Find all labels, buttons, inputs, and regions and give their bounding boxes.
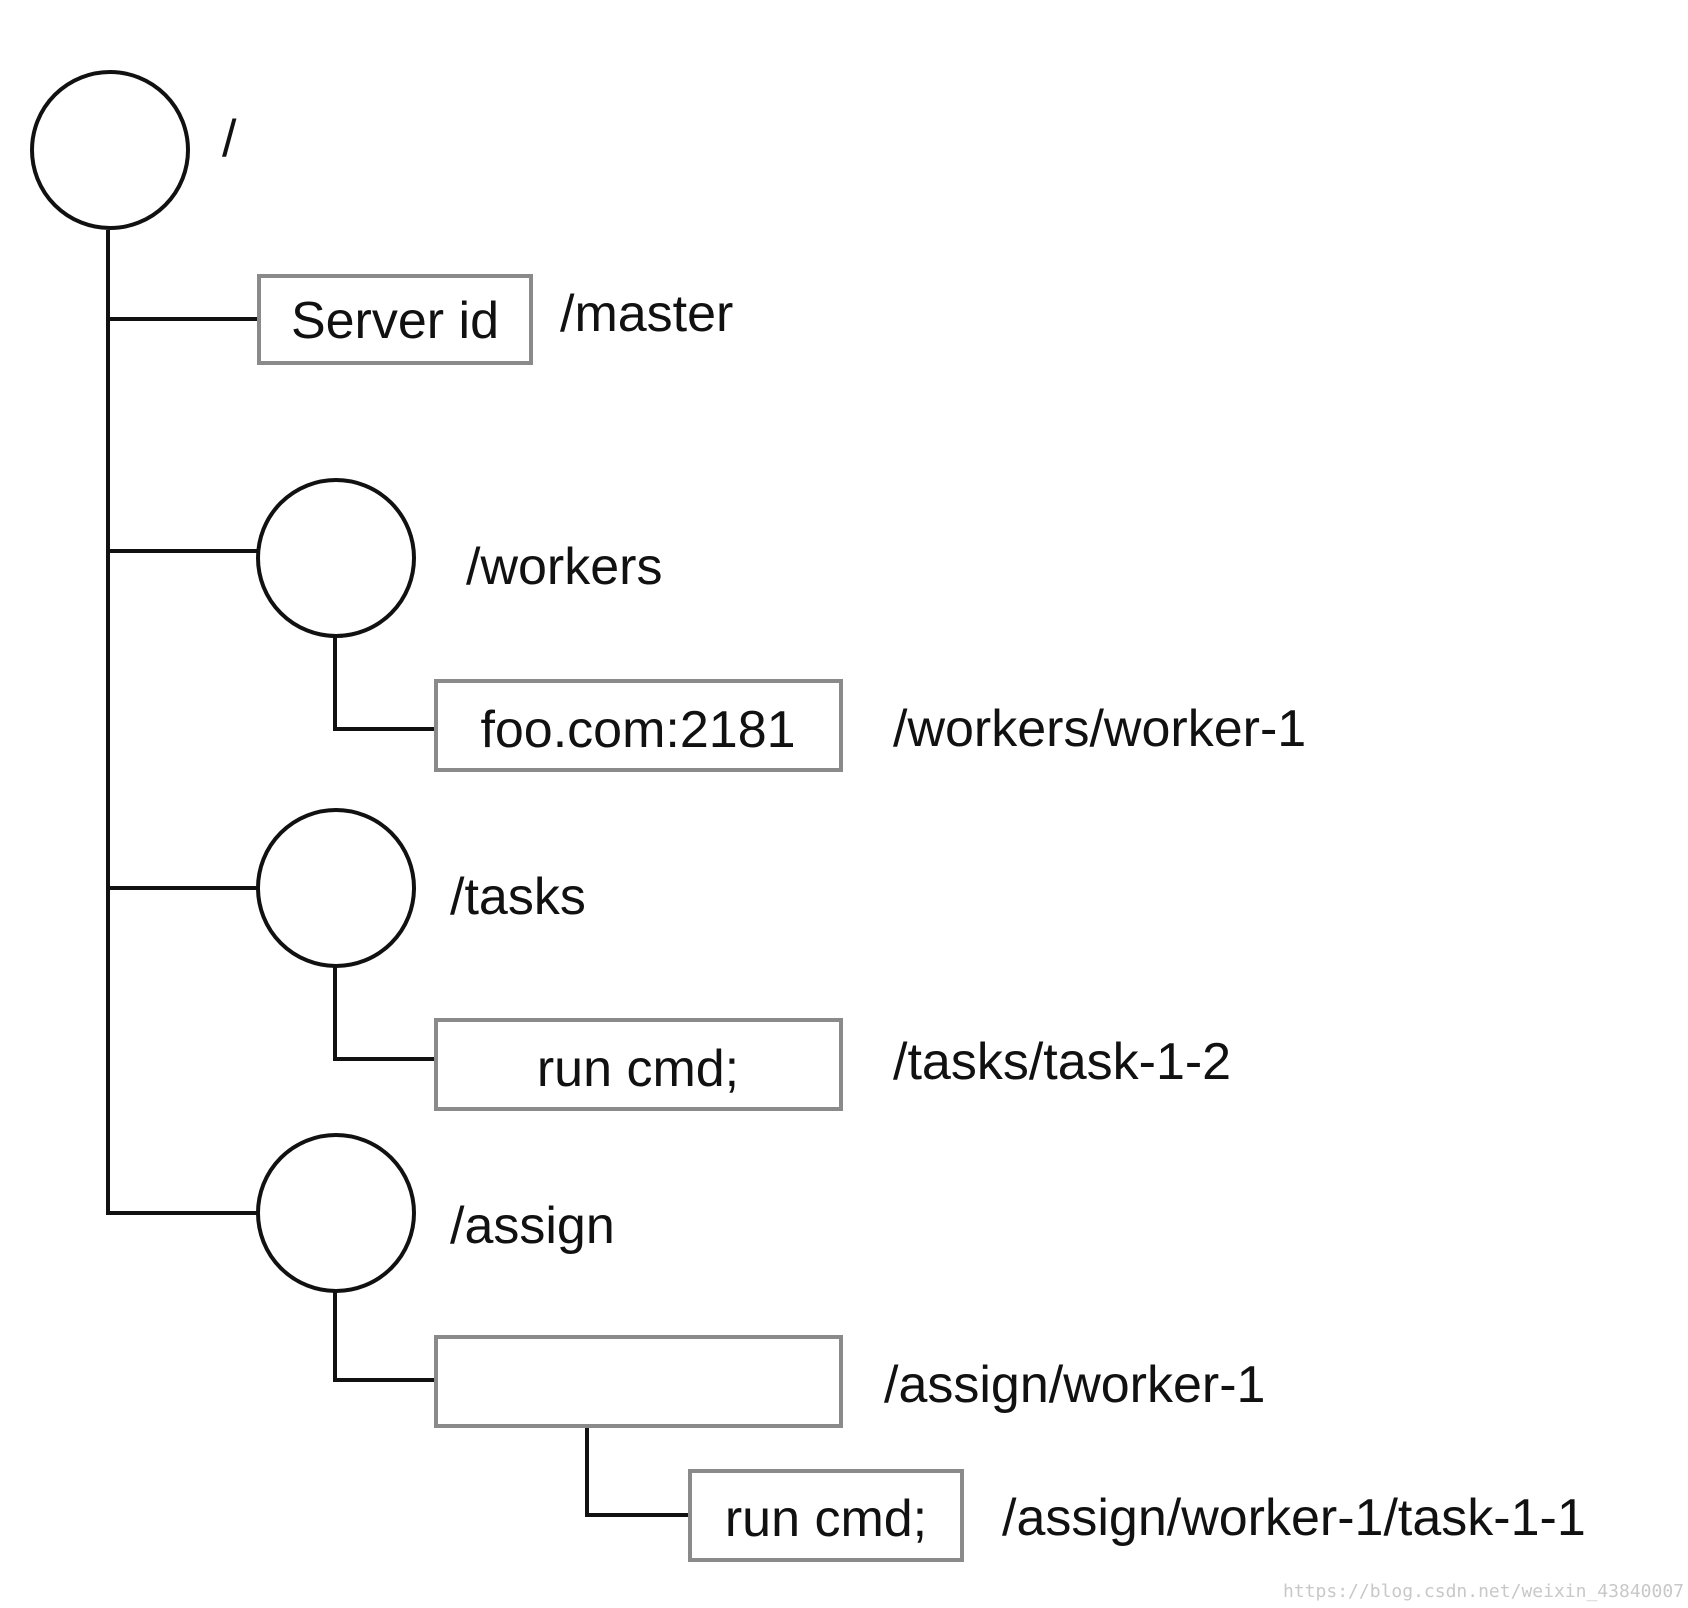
edge-tasks-to-task-1-2: [333, 965, 436, 1061]
assign-worker-1-path-label: /assign/worker-1: [884, 1356, 1265, 1414]
master-path-label: /master: [560, 285, 733, 343]
task-1-2-data-label: run cmd;: [537, 1040, 739, 1098]
tree-edges: [106, 230, 689, 1517]
tasks-znode: /tasks: [256, 808, 586, 968]
worker-1-znode: foo.com:2181 /workers/worker-1: [434, 679, 1306, 772]
root-node-circle: [30, 70, 190, 230]
task-1-2-path-label: /tasks/task-1-2: [893, 1033, 1231, 1091]
workers-znode: /workers: [256, 478, 662, 638]
master-data-label: Server id: [291, 292, 499, 350]
task-1-2-znode: run cmd; /tasks/task-1-2: [434, 1018, 1231, 1111]
assign-task-1-1-data-box: [688, 1469, 964, 1562]
master-data-box: [257, 274, 533, 365]
assign-task-1-1-path-label: /assign/worker-1/task-1-1: [1002, 1489, 1586, 1547]
edge-assign-worker-1-to-task-1-1: [585, 1425, 689, 1517]
edge-workers-to-worker-1: [333, 636, 436, 731]
worker-1-data-box: [434, 679, 843, 772]
edge-assign-to-assign-worker-1: [333, 1291, 436, 1382]
tasks-path-label: /tasks: [450, 868, 586, 926]
worker-1-path-label: /workers/worker-1: [893, 700, 1306, 758]
assign-task-1-1-znode: run cmd; /assign/worker-1/task-1-1: [688, 1469, 1586, 1562]
root-path-label: /: [222, 110, 237, 168]
assign-worker-1-data-box: [434, 1335, 843, 1428]
watermark-url: https://blog.csdn.net/weixin_43840007: [1283, 1581, 1684, 1602]
root-znode: /: [30, 70, 237, 230]
workers-node-circle: [256, 478, 416, 638]
assign-task-1-1-data-label: run cmd;: [725, 1490, 927, 1548]
worker-1-data-label: foo.com:2181: [480, 701, 795, 759]
assign-worker-1-znode: /assign/worker-1: [434, 1335, 1265, 1428]
assign-path-label: /assign: [450, 1197, 615, 1255]
assign-znode: /assign: [256, 1133, 615, 1293]
assign-node-circle: [256, 1133, 416, 1293]
master-znode: Server id /master: [257, 274, 733, 365]
workers-path-label: /workers: [466, 538, 662, 596]
edge-root-trunk: [106, 230, 258, 1215]
tasks-node-circle: [256, 808, 416, 968]
task-1-2-data-box: [434, 1018, 843, 1111]
